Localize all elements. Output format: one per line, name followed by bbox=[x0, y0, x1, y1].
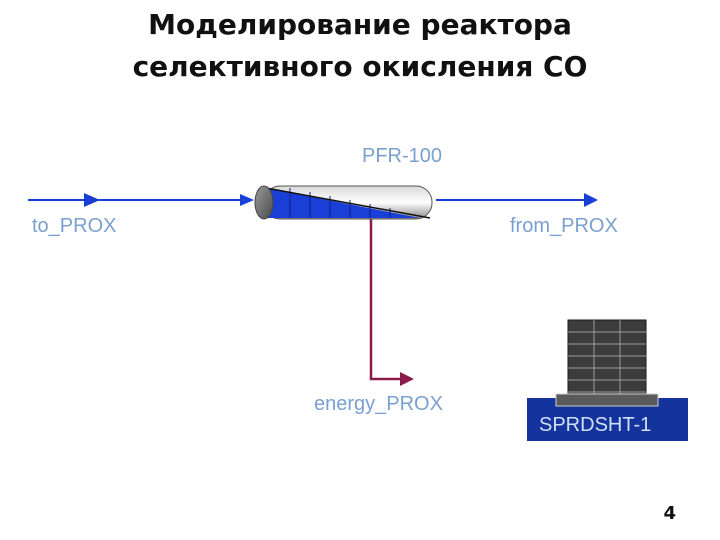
stream-inlet-arrow-end bbox=[240, 194, 254, 206]
spreadsheet-base bbox=[555, 393, 659, 407]
spreadsheet-grid-bg bbox=[567, 319, 647, 405]
spreadsheet-grid-lines bbox=[568, 320, 646, 404]
spreadsheet-label: SPRDSHT-1 bbox=[539, 414, 651, 436]
stream-energy-label: energy_PROX bbox=[314, 393, 443, 415]
title-line-2: селективного окисления СО bbox=[132, 50, 588, 83]
reactor-diagonal bbox=[265, 187, 431, 219]
stream-outlet-arrow bbox=[584, 193, 598, 207]
stream-inlet-label: to_PROX bbox=[32, 215, 116, 237]
stream-inlet-arrow bbox=[84, 193, 100, 207]
stream-energy[interactable]: energy_PROX bbox=[314, 214, 443, 415]
stream-energy-line bbox=[369, 214, 402, 381]
page-number: 4 bbox=[663, 503, 676, 524]
stream-energy-arrow bbox=[400, 372, 414, 386]
title-line-1: Моделирование реактора bbox=[148, 8, 572, 41]
slide-title: Моделирование реактора селективного окис… bbox=[0, 4, 720, 88]
reactor-end-cap bbox=[254, 185, 274, 220]
stream-inlet[interactable]: to_PROX bbox=[28, 193, 254, 237]
stream-outlet[interactable]: from_PROX bbox=[436, 193, 618, 237]
stream-outlet-label: from_PROX bbox=[510, 215, 618, 237]
reactor-pfr[interactable]: PFR-100 bbox=[254, 145, 442, 220]
reactor-label: PFR-100 bbox=[362, 145, 442, 167]
spreadsheet-sprdsht[interactable]: SPRDSHT-1 bbox=[527, 319, 688, 441]
